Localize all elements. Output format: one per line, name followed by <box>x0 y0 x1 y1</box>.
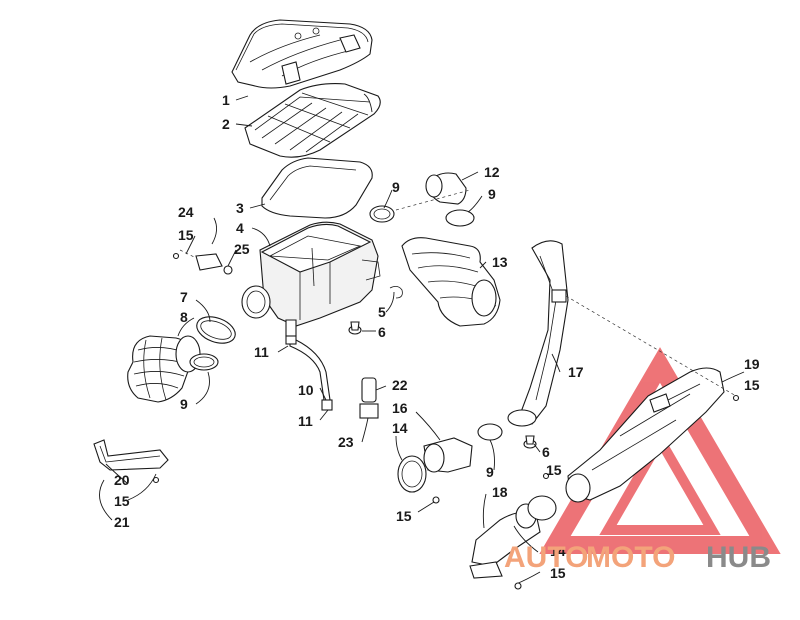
callout-3: 3 <box>236 200 244 216</box>
clamp-9a <box>189 353 219 371</box>
clamp-9c <box>445 209 475 227</box>
callout-18: 18 <box>492 484 508 500</box>
drain-hose <box>285 335 333 411</box>
callout-15-a: 15 <box>178 227 194 243</box>
watermark-text: AUTO MOTO HUB <box>504 541 771 574</box>
filter-element <box>261 157 373 219</box>
callout-8: 8 <box>180 309 188 325</box>
breather-fitting <box>195 253 233 275</box>
filter-grid <box>244 83 381 158</box>
clamp-14b <box>527 495 557 521</box>
callout-2: 2 <box>222 116 230 132</box>
callout-7: 7 <box>180 289 188 305</box>
callout-17: 17 <box>568 364 584 380</box>
callout-4: 4 <box>236 220 244 236</box>
callout-19: 19 <box>744 356 760 372</box>
callout-15-c: 15 <box>396 508 412 524</box>
callout-10: 10 <box>298 382 314 398</box>
callout-16: 16 <box>392 400 408 416</box>
intake-boot <box>127 335 201 403</box>
callout-14-b: 14 <box>550 543 566 559</box>
clamp-14a <box>397 455 427 493</box>
svg-text:MOTO: MOTO <box>586 541 675 574</box>
callout-15-d: 15 <box>550 565 566 581</box>
callout-15-f: 15 <box>114 493 130 509</box>
elbow-12 <box>425 172 467 205</box>
callout-9-b: 9 <box>392 179 400 195</box>
svg-text:AUTO: AUTO <box>504 541 588 574</box>
drain-valve <box>359 377 379 419</box>
callout-11-b: 11 <box>298 413 313 429</box>
bracket-5 <box>389 286 403 299</box>
fasteners <box>152 252 740 590</box>
intake-duct-13 <box>401 237 501 327</box>
callout-21: 21 <box>114 514 130 530</box>
callout-5: 5 <box>378 304 386 320</box>
callout-22: 22 <box>392 377 408 393</box>
callout-24: 24 <box>178 204 194 220</box>
callout-25: 25 <box>234 241 250 257</box>
leader-lines <box>99 93 745 585</box>
coupler-16 <box>423 437 473 473</box>
callout-14-a: 14 <box>392 420 408 436</box>
callout-11-a: 11 <box>254 344 269 360</box>
callout-6-b: 6 <box>542 444 550 460</box>
callout-20: 20 <box>114 472 130 488</box>
clamp-9b <box>369 205 395 223</box>
svg-text:HUB: HUB <box>706 541 771 574</box>
airbox-housing <box>241 221 381 337</box>
long-tube-17 <box>507 240 569 427</box>
clamp-7 <box>196 316 236 344</box>
boot-18 <box>469 503 541 579</box>
callout-13: 13 <box>492 254 508 270</box>
grommet-6a <box>348 321 362 335</box>
callout-1: 1 <box>222 92 230 108</box>
callout-6-a: 6 <box>378 324 386 340</box>
large-duct-19 <box>565 367 725 503</box>
grommet-6b <box>523 435 537 449</box>
clamp-9d <box>477 423 503 441</box>
callout-15-e: 15 <box>744 377 760 393</box>
callout-23: 23 <box>338 434 354 450</box>
callout-9-c: 9 <box>488 186 496 202</box>
callout-9-a: 9 <box>180 396 188 412</box>
bracket-20 <box>93 439 169 471</box>
airbox-cover <box>231 19 373 89</box>
callouts: 1 2 3 4 24 15 25 7 8 9 11 10 11 22 23 5 … <box>114 92 760 581</box>
callout-12: 12 <box>484 164 500 180</box>
callout-15-b: 15 <box>546 462 562 478</box>
callout-9-d: 9 <box>486 464 494 480</box>
